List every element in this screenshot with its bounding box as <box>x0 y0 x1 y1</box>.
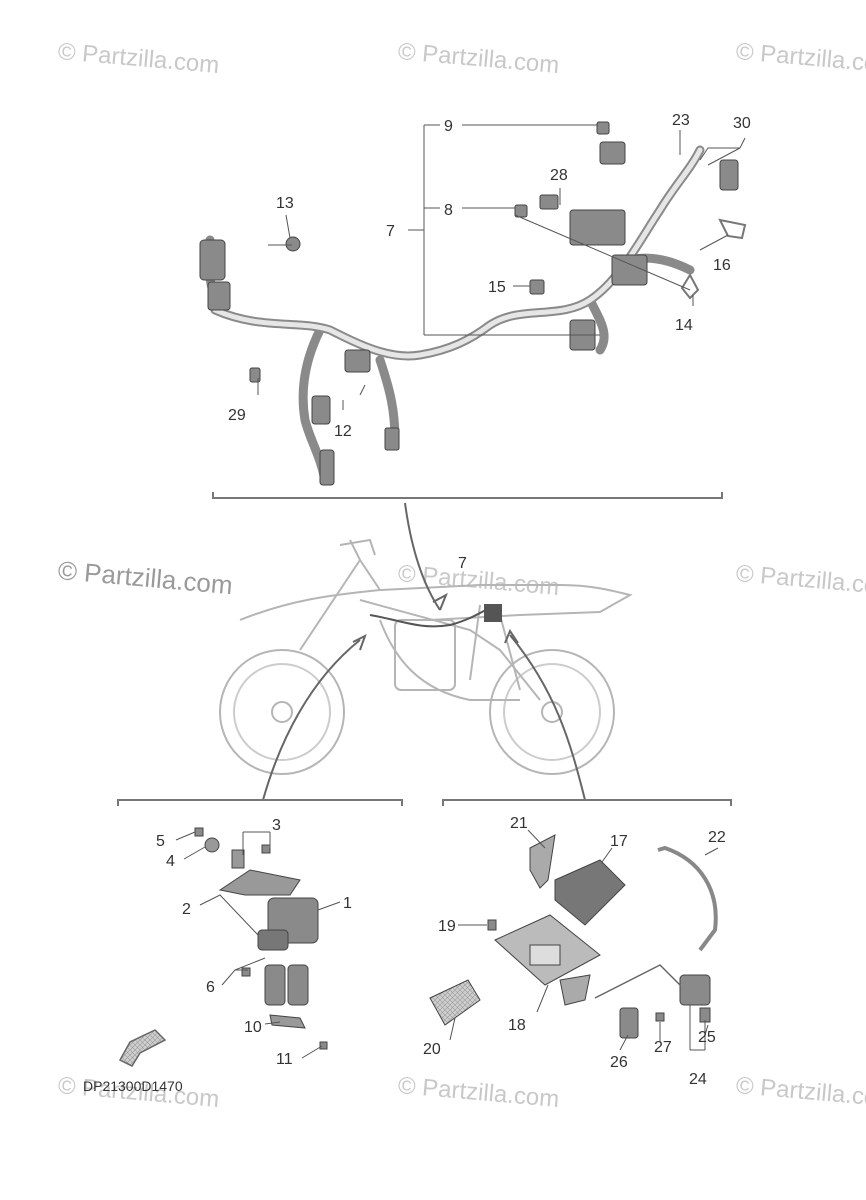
motorcycle-harness-highlight <box>369 604 502 628</box>
callout-28: 28 <box>550 167 568 184</box>
callout-27: 27 <box>654 1039 672 1056</box>
section-divider-bottom-right <box>442 799 732 806</box>
harness-connectors <box>199 121 739 486</box>
ignition-parts-illustration <box>194 827 328 1050</box>
callout-1: 1 <box>343 895 352 912</box>
callout-20: 20 <box>423 1041 441 1058</box>
harness-clips <box>680 218 747 300</box>
ecu-parts-illustration <box>429 834 718 1039</box>
front-direction-arrow <box>118 1029 167 1067</box>
callout-11: 11 <box>276 1051 293 1068</box>
callout-13: 13 <box>276 195 294 212</box>
callout-24: 24 <box>689 1071 707 1088</box>
callout-8: 8 <box>444 202 453 219</box>
callout-9: 9 <box>444 118 453 135</box>
callout-16: 16 <box>713 257 731 274</box>
section-divider-top <box>212 492 723 499</box>
callout-22: 22 <box>708 829 726 846</box>
callout-15: 15 <box>488 279 506 296</box>
ecu-leader-lines <box>449 829 719 1051</box>
callout-14: 14 <box>675 317 693 334</box>
callout-23: 23 <box>672 112 690 129</box>
callout-19: 19 <box>438 918 456 935</box>
motorcycle-illustration <box>219 538 633 775</box>
callout-26: 26 <box>610 1054 628 1071</box>
wire-harness-inner <box>212 147 703 359</box>
section-divider-bottom-left <box>117 799 403 806</box>
callout-30: 30 <box>733 115 751 132</box>
pointer-arrows <box>262 502 586 801</box>
callout-21: 21 <box>510 815 528 832</box>
callout-2: 2 <box>182 901 191 918</box>
callout-25: 25 <box>698 1029 716 1046</box>
callout-7-top: 7 <box>386 223 395 240</box>
callout-29: 29 <box>228 407 246 424</box>
callout-3: 3 <box>272 817 281 834</box>
callout-bracket-7 <box>257 124 746 410</box>
callout-17: 17 <box>610 833 628 850</box>
callout-5: 5 <box>156 833 165 850</box>
callout-4: 4 <box>166 853 175 870</box>
callout-10: 10 <box>244 1019 262 1036</box>
callout-18: 18 <box>508 1017 526 1034</box>
callout-labels: 1 2 3 4 5 6 7 7 8 9 10 11 12 13 14 15 16… <box>156 112 751 1088</box>
ignition-leader-lines <box>175 831 341 1059</box>
diagram-code: DP21300D1470 <box>83 1078 183 1094</box>
callout-12: 12 <box>334 423 352 440</box>
callout-6: 6 <box>206 979 215 996</box>
callout-7-bike: 7 <box>458 555 467 572</box>
